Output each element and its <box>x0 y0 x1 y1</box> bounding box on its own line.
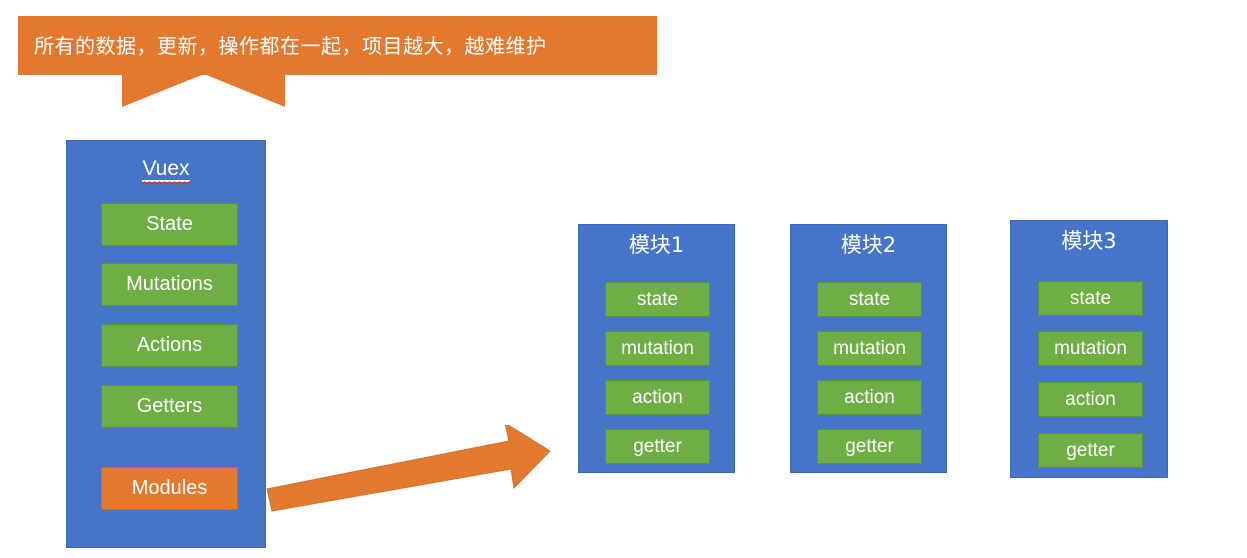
module-item-action[interactable]: action <box>605 380 710 415</box>
vuex-item-actions[interactable]: Actions <box>101 324 238 367</box>
module-item-label: state <box>848 288 891 310</box>
callout-tail-icon <box>122 74 285 107</box>
vuex-title: Vuex <box>67 157 265 185</box>
module-title: 模块3 <box>1061 229 1117 253</box>
module-title: 模块2 <box>840 233 897 257</box>
module-item-label: action <box>844 386 895 408</box>
module-item-action[interactable]: action <box>1038 382 1143 417</box>
module-item-mutation[interactable]: mutation <box>605 331 710 366</box>
module-item-state[interactable]: state <box>1038 281 1143 316</box>
callout-banner: 所有的数据，更新，操作都在一起，项目越大，越难维护 <box>18 16 657 75</box>
vuex-item-label: Mutations <box>126 273 213 295</box>
module-item-getter[interactable]: getter <box>1038 433 1143 468</box>
vuex-item-label: Getters <box>136 395 203 417</box>
module-item-action[interactable]: action <box>817 380 922 415</box>
module-item-label: state <box>636 288 679 310</box>
modules-arrow-icon <box>266 425 551 512</box>
vuex-item-label: State <box>146 213 193 235</box>
module-box-3: 模块3 state mutation action getter <box>1010 220 1168 478</box>
vuex-item-mutations[interactable]: Mutations <box>101 263 238 306</box>
vuex-container: Vuex State Mutations Actions Getters Mod… <box>66 140 266 548</box>
callout-text: 所有的数据，更新，操作都在一起，项目越大，越难维护 <box>34 33 547 58</box>
module-box-1: 模块1 state mutation action getter <box>578 224 735 473</box>
module-item-label: mutation <box>1054 337 1127 359</box>
vuex-item-label: Modules <box>131 477 208 499</box>
vuex-title-label: Vuex <box>142 157 190 180</box>
vuex-item-state[interactable]: State <box>101 203 238 246</box>
module-title: 模块1 <box>628 233 685 257</box>
module-item-state[interactable]: state <box>605 282 710 317</box>
module-item-label: mutation <box>833 337 906 359</box>
module-item-mutation[interactable]: mutation <box>1038 331 1143 366</box>
spellcheck-squiggle-icon <box>142 181 190 186</box>
module-item-mutation[interactable]: mutation <box>817 331 922 366</box>
module-item-label: action <box>1065 388 1116 410</box>
module-box-2: 模块2 state mutation action getter <box>790 224 947 473</box>
module-item-getter[interactable]: getter <box>605 429 710 464</box>
module-item-state[interactable]: state <box>817 282 922 317</box>
module-item-getter[interactable]: getter <box>817 429 922 464</box>
vuex-item-modules[interactable]: Modules <box>101 467 238 510</box>
vuex-item-getters[interactable]: Getters <box>101 385 238 428</box>
module-item-label: getter <box>845 435 894 457</box>
module-item-label: action <box>632 386 683 408</box>
module-item-label: getter <box>1066 439 1115 461</box>
vuex-item-label: Actions <box>136 334 203 356</box>
module-item-label: mutation <box>621 337 694 359</box>
module-item-label: getter <box>633 435 682 457</box>
module-item-label: state <box>1069 287 1112 309</box>
